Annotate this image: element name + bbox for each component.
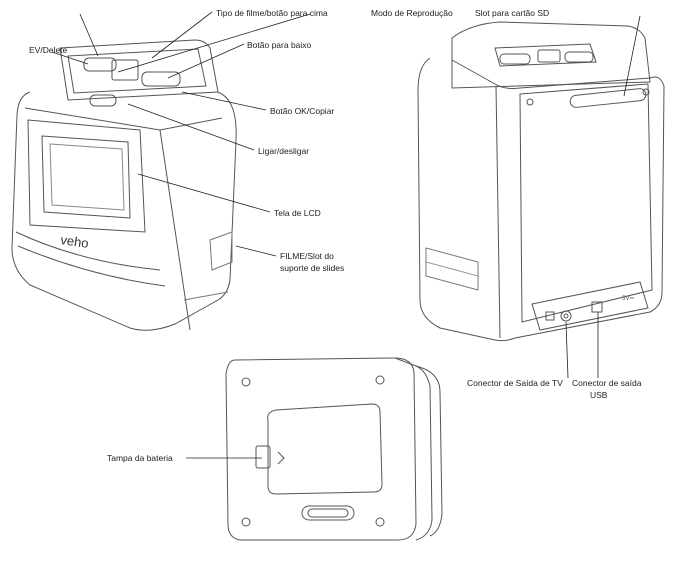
sd-card-slot — [569, 88, 647, 108]
label-film-type: Tipo de filme/botão para cima — [216, 8, 328, 18]
dc-label: 5V⎓ — [622, 296, 634, 302]
label-tv-out: Conector de Saída de TV — [467, 378, 563, 388]
label-battery-cover: Tampa da bateria — [107, 453, 173, 463]
tv-out-connector — [560, 310, 572, 322]
leader-lines — [51, 11, 641, 459]
brand-logo: veho — [60, 232, 90, 251]
label-film-slot-line2: suporte de slides — [280, 263, 345, 273]
label-power: Ligar/desligar — [258, 146, 310, 156]
battery-cover — [267, 403, 383, 495]
front-view-device — [11, 39, 237, 331]
label-sd-slot: Slot para cartão SD — [475, 8, 550, 18]
ev-delete-button — [83, 57, 117, 72]
label-playback-mode: Modo de Reprodução — [371, 8, 453, 18]
label-film-slot-line1: FILME/Slot do — [280, 251, 334, 261]
label-ok-copy: Botão OK/Copiar — [270, 106, 335, 116]
up-button — [111, 59, 139, 81]
label-down-button: Botão para baixo — [247, 40, 312, 50]
bottom-view-device — [225, 357, 443, 541]
lcd-screen — [41, 135, 131, 219]
label-lcd: Tela de LCD — [274, 208, 321, 218]
label-usb-line2: USB — [590, 390, 608, 400]
connector-panel — [531, 281, 649, 331]
label-ev-delete: EV/Delete — [29, 45, 68, 55]
power-button — [89, 94, 117, 107]
down-button — [141, 71, 181, 87]
usb-connector — [591, 301, 603, 313]
back-view-device: 5V⎓ — [417, 21, 665, 342]
label-usb-line1: Conector de saída — [572, 378, 642, 388]
